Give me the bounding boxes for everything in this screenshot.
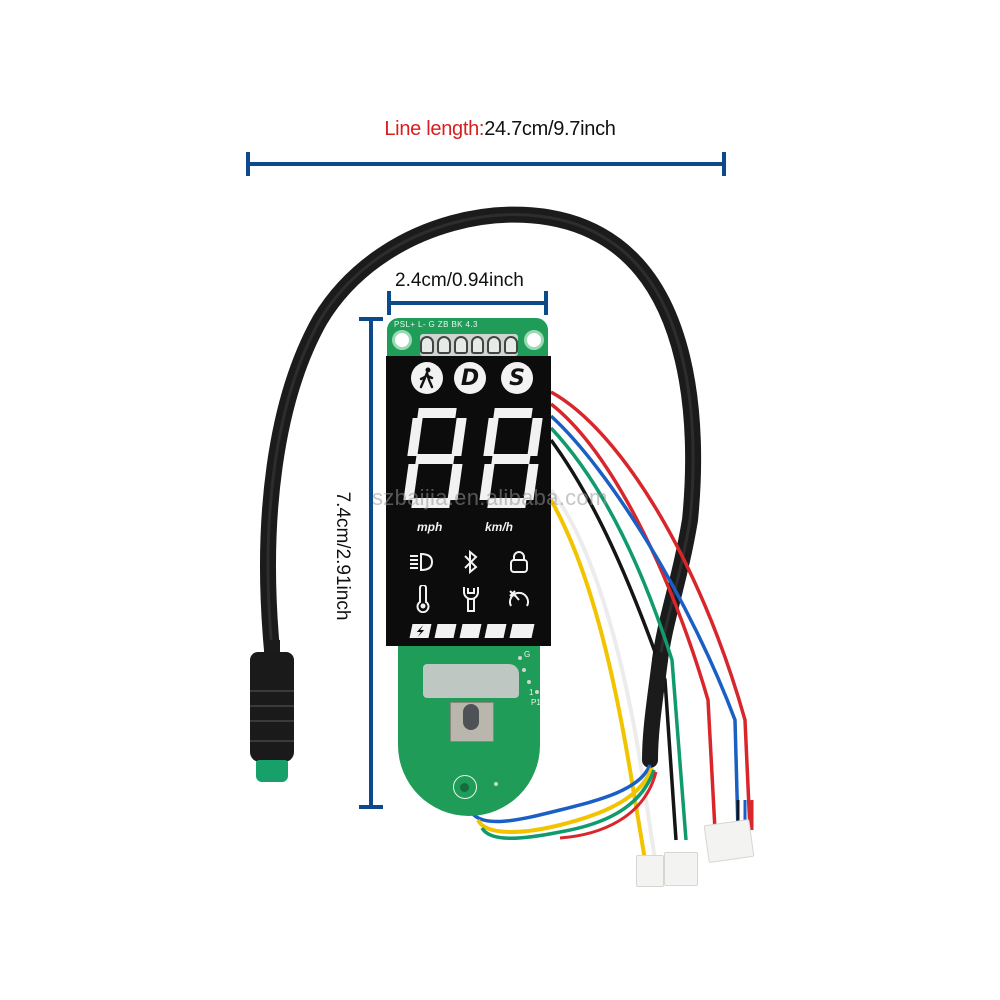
pin <box>420 336 434 354</box>
waterproof-plug-body <box>250 652 294 762</box>
solder-pad <box>527 680 531 684</box>
mode-d-icon: D <box>454 362 486 394</box>
plug-ridge <box>250 740 294 742</box>
silk-1: 1 <box>529 688 534 697</box>
height-label: 7.4cm/2.91inch <box>332 491 353 621</box>
wrench-icon <box>456 584 486 614</box>
battery-segment <box>434 624 457 638</box>
battery-segment <box>484 624 507 638</box>
walk-mode-icon <box>411 362 443 394</box>
power-button[interactable] <box>463 704 479 730</box>
thermometer-icon <box>408 584 438 614</box>
speedometer-icon <box>504 584 534 614</box>
pin <box>487 336 502 354</box>
solder-pad <box>518 656 522 660</box>
width-dimension-bar <box>387 291 548 315</box>
plug-tip <box>256 760 288 782</box>
jst-connector-2pin <box>636 855 664 887</box>
solder-pad <box>494 782 498 786</box>
jst-connector-3pin-b <box>703 818 755 864</box>
solder-pad <box>522 668 526 672</box>
line-length-dimension-bar <box>246 152 726 176</box>
battery-indicator <box>409 624 535 638</box>
line-length-key: Line length: <box>384 118 485 140</box>
pin <box>504 336 518 354</box>
pin <box>453 336 468 354</box>
width-label: 2.4cm/0.94inch <box>395 270 524 291</box>
silk-p1: P1 <box>531 698 541 707</box>
plug-ridge <box>250 705 294 707</box>
plug-ridge <box>250 690 294 692</box>
bottom-mount-hole <box>453 775 477 799</box>
solder-pad <box>535 690 539 694</box>
plug-ridge <box>250 720 294 722</box>
watermark: szbaijia.en.alibaba.com <box>372 485 608 510</box>
battery-segment-end <box>509 624 535 638</box>
unit-kmh: km/h <box>485 520 514 534</box>
lock-icon <box>504 547 534 577</box>
mount-hole-right <box>524 330 544 350</box>
jst-connector-3pin-a <box>664 852 698 886</box>
line-length-value: 24.7cm/9.7inch <box>484 118 616 140</box>
unit-mph: mph <box>417 520 443 534</box>
line-length-annotation: Line length:24.7cm/9.7inch <box>0 118 1000 141</box>
lcd-backlight-window <box>423 664 519 698</box>
pin-header-connector <box>420 334 518 356</box>
bluetooth-icon <box>456 547 486 577</box>
battery-segment <box>459 624 482 638</box>
battery-charge-segment <box>409 624 432 638</box>
pin-labels: PSL+ L- G ZB BK 4.3 <box>394 320 478 329</box>
height-dimension-bar <box>359 317 383 809</box>
mode-s-icon: S <box>501 362 533 394</box>
mount-hole-left <box>392 330 412 350</box>
silk-g: G <box>524 650 531 659</box>
headlight-icon <box>406 547 436 577</box>
pin <box>436 336 451 354</box>
pin <box>470 336 485 354</box>
